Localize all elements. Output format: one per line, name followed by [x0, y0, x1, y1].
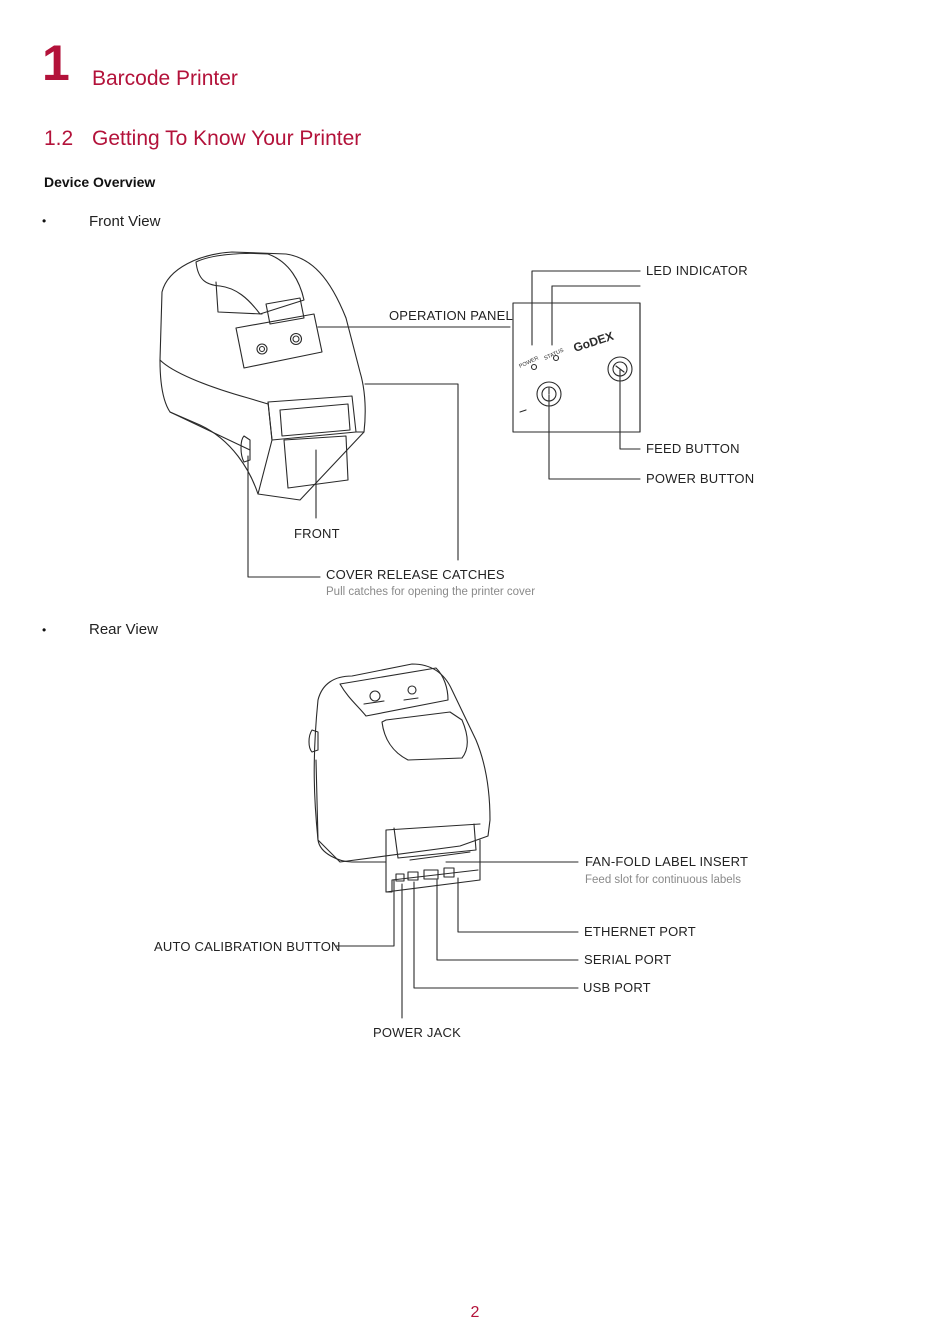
leader-serial: [436, 879, 579, 961]
leader-feed-button: [619, 369, 641, 450]
section-number: 1.2: [44, 127, 74, 150]
note-cover-release: Pull catches for opening the printer cov…: [326, 586, 536, 598]
leader-usb: [413, 881, 579, 989]
bullet-rear-view: •: [42, 623, 47, 637]
callout-cover-release-catches: COVER RELEASE CATCHES: [326, 567, 505, 582]
rear-view-label: Rear View: [89, 621, 158, 638]
note-fan-fold: Feed slot for continuous labels: [585, 874, 741, 886]
callout-feed-button: FEED BUTTON: [646, 441, 740, 456]
callout-usb-port: USB PORT: [583, 980, 651, 995]
panel-brand-text: GoDEX: [572, 329, 616, 355]
callout-operation-panel: OPERATION PANEL: [389, 308, 513, 323]
callout-power-button: POWER BUTTON: [646, 471, 755, 486]
leader-auto-calibration: [335, 879, 395, 947]
callout-front: FRONT: [294, 526, 340, 541]
leader-cover-catch-side: [247, 455, 321, 578]
device-overview-heading: Device Overview: [44, 174, 156, 190]
chapter-number: 1: [42, 35, 70, 91]
front-printer-illustration: [159, 251, 366, 501]
leader-cover-catch: [364, 383, 459, 561]
callout-fan-fold-label-insert: FAN-FOLD LABEL INSERT: [585, 854, 749, 869]
bullet-front-view: •: [42, 214, 47, 228]
callout-auto-calibration-button: AUTO CALIBRATION BUTTON: [154, 939, 341, 954]
leader-power-button: [548, 394, 641, 480]
leader-led-power: [531, 270, 641, 346]
front-operation-panel-shape: [235, 313, 323, 369]
rear-printer-illustration: [308, 663, 491, 893]
leader-ethernet: [457, 877, 579, 933]
callout-led-indicator: LED INDICATOR: [646, 263, 748, 278]
callout-ethernet-port: ETHERNET PORT: [584, 924, 696, 939]
chapter-title: Barcode Printer: [92, 67, 238, 90]
front-view-label: Front View: [89, 213, 161, 230]
callout-power-jack: POWER JACK: [373, 1025, 461, 1040]
callout-serial-port: SERIAL PORT: [584, 952, 672, 967]
section-title: Getting To Know Your Printer: [92, 127, 362, 150]
page-number: 2: [470, 1304, 480, 1321]
